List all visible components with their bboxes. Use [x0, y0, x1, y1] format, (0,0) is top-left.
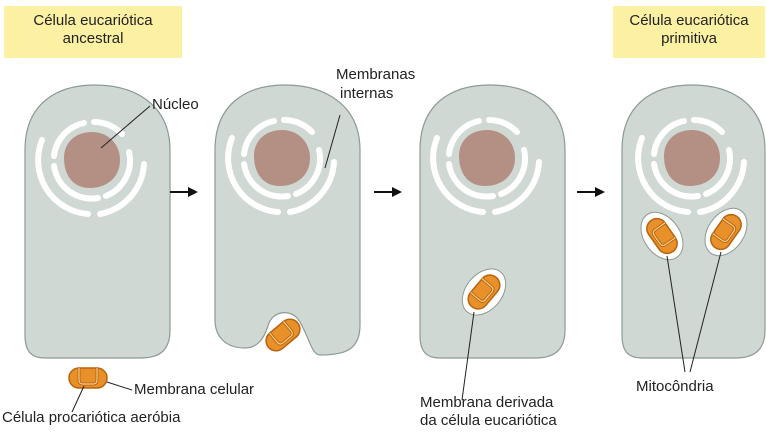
label-primitive-cell: Célula eucariótica primitiva: [613, 6, 765, 58]
label-ancestral-cell: Célula eucariótica ancestral: [4, 6, 182, 58]
cell-engulfing: [215, 85, 360, 355]
label-derived-membrane-2: da célula eucariótica: [420, 412, 557, 430]
arrow-1: [170, 187, 198, 197]
label-nucleus: Núcleo: [152, 96, 199, 114]
arrow-3: [577, 187, 605, 197]
label-internal-membranes-2: internas: [340, 85, 393, 103]
label-cell-membrane: Membrana celular: [134, 381, 254, 399]
label-internal-membranes-1: Membranas: [336, 66, 415, 84]
leader-membrana-celular: [107, 382, 132, 390]
cell-primitive: [622, 85, 765, 372]
arrow-2: [374, 187, 402, 197]
cell-engulfed: [420, 85, 565, 400]
label-aerobic-prokaryote: Célula procariótica aeróbia: [2, 409, 180, 427]
label-derived-membrane-1: Membrana derivada: [420, 394, 553, 412]
cell-ancestral: [25, 85, 170, 358]
label-mitochondria: Mitocôndria: [636, 378, 714, 396]
free-bacterium: [69, 368, 107, 388]
